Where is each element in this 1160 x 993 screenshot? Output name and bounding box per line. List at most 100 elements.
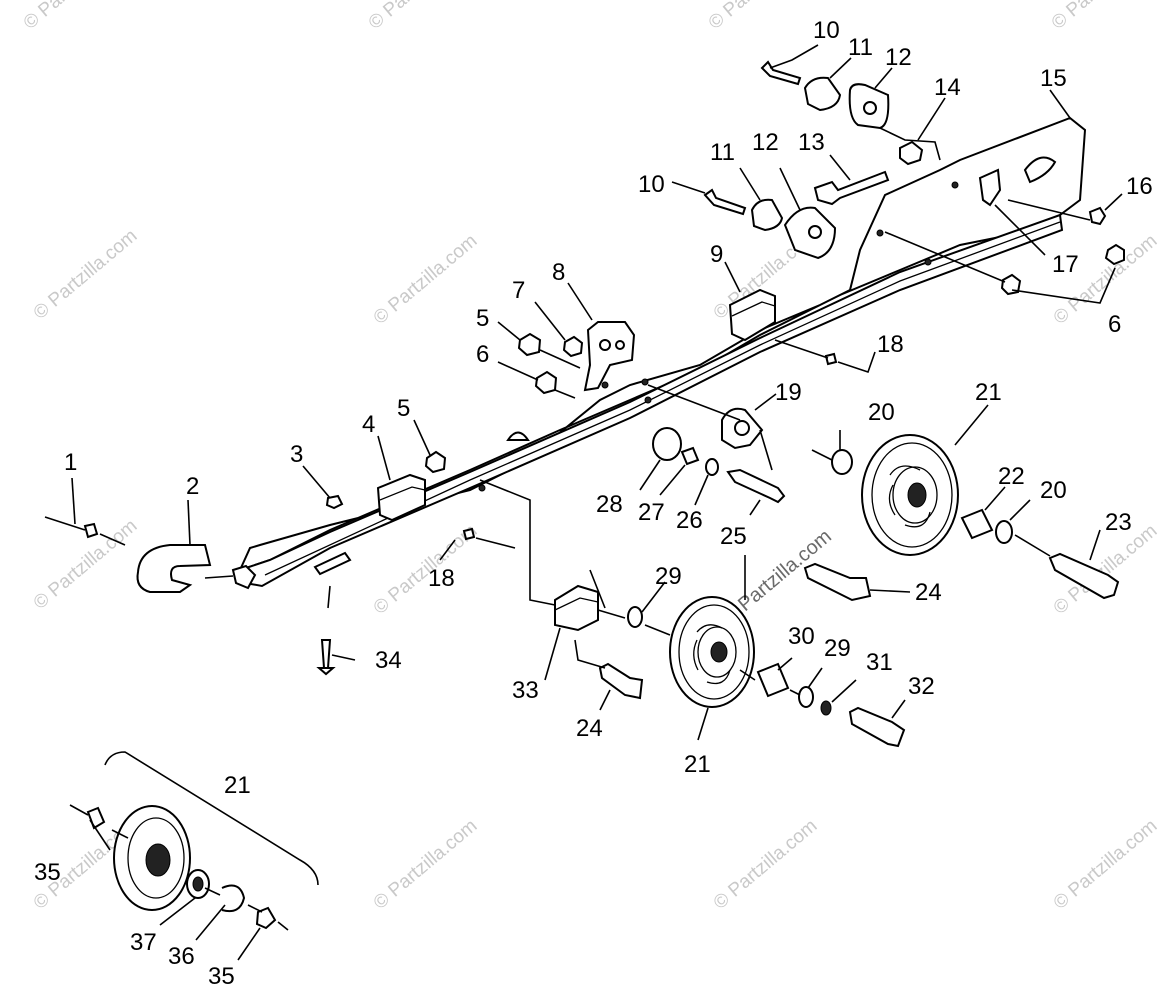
screw-34 [320,639,332,669]
watermark: © Partzilla.com [1050,815,1160,913]
washer-26 [705,458,719,476]
callout-9: 9 [710,241,723,268]
callout-8: 8 [552,259,565,286]
callout-6: 6 [1108,311,1121,338]
mounting-bracket [583,321,636,392]
front-tip [136,544,212,593]
nut-6-rear-b [1000,273,1022,296]
rear-bracket [978,168,1002,207]
watermark: © Partzilla.com [705,0,817,34]
callout-33: 33 [512,677,539,704]
bolt-1 [83,522,99,539]
callout-20: 20 [868,399,895,426]
bolt-10-upper [760,60,802,86]
callout-1: 1 [64,449,77,476]
callout-20: 20 [1040,477,1067,504]
bolt-13 [813,170,890,206]
callout-19: 19 [775,379,802,406]
bumper-upper [803,76,842,112]
nut-5-b [424,450,447,474]
nut-14 [899,140,924,166]
callout-7: 7 [512,277,525,304]
callout-18: 18 [877,331,904,358]
callout-6: 6 [476,341,489,368]
callout-5: 5 [397,395,410,422]
washer-29-upper [627,606,643,628]
callout-11: 11 [848,34,873,61]
screw-18-front [462,527,476,541]
watermark: © Partzilla.com [370,230,482,328]
bolt-10-lower [703,188,747,216]
watermark: © Partzilla.com [30,225,142,323]
callout-31: 31 [866,649,893,676]
spacer-30 [756,662,790,698]
washer-20-b [995,520,1013,544]
spacer-22 [960,508,994,540]
callout-2: 2 [186,473,199,500]
idler-wheel-lower [669,596,755,708]
callout-37: 37 [130,929,157,956]
callout-13: 13 [798,129,825,156]
callout-12: 12 [885,44,912,71]
callout-34: 34 [375,647,402,674]
callout-28: 28 [596,491,623,518]
washer-31 [820,700,832,716]
callout-35: 35 [208,963,235,990]
callout-36: 36 [168,943,195,970]
callout-10: 10 [813,17,840,44]
callout-4: 4 [362,411,375,438]
screw-3 [325,494,344,510]
bolt-24-lower [598,662,644,700]
callout-30: 30 [788,623,815,650]
watermark: © Partzilla.com [710,815,822,913]
wheel-assembly-inset [86,751,319,930]
screw-18-rear [824,352,838,366]
nut-6-front [534,370,558,395]
spacer-27 [680,446,700,466]
callout-32: 32 [908,673,935,700]
bolt-23 [1048,552,1120,600]
callout-29: 29 [824,635,851,662]
callout-12: 12 [752,129,779,156]
nut-7 [562,335,584,358]
watermark: © Partzilla.com [1048,0,1160,34]
callout-23: 23 [1105,509,1132,536]
watermark: © Partzilla.com [20,0,132,34]
callout-27: 27 [638,499,665,526]
callout-29: 29 [655,563,682,590]
callout-16: 16 [1126,173,1153,200]
callout-18: 18 [428,565,455,592]
bolt-32 [848,706,906,748]
watermark: © Partzilla.com [370,815,482,913]
callout-labels: 1 2 3 4 5 5 6 7 8 9 10 11 12 14 15 11 12… [34,17,1153,990]
callout-3: 3 [290,441,303,468]
bolt-24-upper [803,562,872,602]
nut-5-a [517,332,542,357]
callout-35: 35 [34,859,61,886]
callout-15: 15 [1040,65,1067,92]
washer-29-lower [798,686,814,708]
wear-pad-front [376,473,426,522]
bumper-lower [750,198,784,232]
leader-lines [44,44,1123,961]
washer-20-a [831,449,853,475]
watermark-layer: © Partzilla.com © Partzilla.com © Partzi… [20,0,1160,914]
callout-21: 21 [684,751,711,778]
idler-wheel-upper [861,434,959,556]
callout-5: 5 [476,305,489,332]
spacer-28 [652,427,682,461]
callout-21: 21 [224,772,251,799]
callout-26: 26 [676,507,703,534]
callout-14: 14 [934,74,961,101]
watermark: © Partzilla.com [1050,230,1160,328]
bolt-16 [1088,206,1107,226]
callout-24: 24 [915,579,942,606]
watermark: © Partzilla.com [365,0,477,34]
callout-10: 10 [638,171,665,198]
callout-24: 24 [576,715,603,742]
bolt-25 [726,468,786,504]
callout-11: 11 [710,139,735,166]
callout-25: 25 [720,523,747,550]
wheel-bracket-33 [554,584,599,632]
